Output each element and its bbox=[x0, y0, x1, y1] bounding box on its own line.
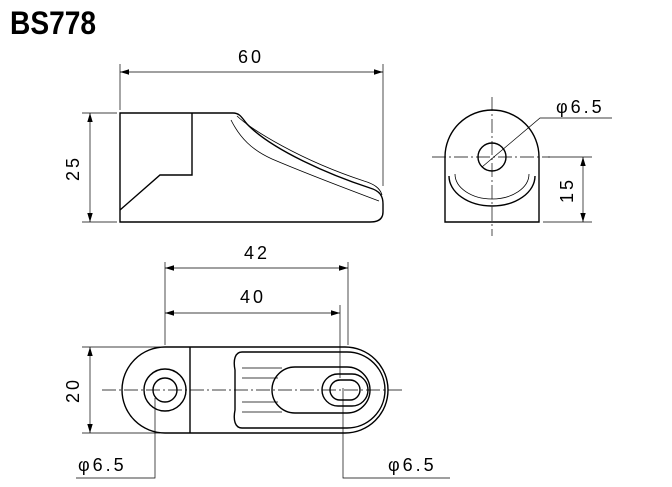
top-view-outline bbox=[121, 346, 389, 434]
end-hole-leader bbox=[481, 117, 612, 168]
top-view-recess bbox=[233, 351, 386, 429]
end-view: φ6.5 15 bbox=[432, 97, 612, 236]
top-left-hole-label: φ6.5 bbox=[78, 455, 127, 475]
top-view: 42 40 20 φ6.5 φ6.5 bbox=[63, 243, 450, 479]
part-number-title: BS778 bbox=[10, 6, 96, 41]
top-height-label: 20 bbox=[63, 377, 83, 403]
side-view-step-line bbox=[119, 113, 193, 211]
end-hole-label: φ6.5 bbox=[556, 97, 605, 117]
top-right-hole-label: φ6.5 bbox=[388, 455, 437, 475]
end-height-label: 15 bbox=[557, 177, 577, 203]
side-view-ramp-fillet bbox=[236, 115, 383, 196]
side-height-label: 25 bbox=[63, 155, 83, 181]
top-inner-length-label: 40 bbox=[240, 287, 266, 307]
top-right-hole-leader bbox=[342, 388, 450, 479]
side-view-outline bbox=[119, 112, 384, 223]
top-outer-length-label: 42 bbox=[244, 243, 270, 263]
side-length-label: 60 bbox=[238, 47, 264, 67]
side-view: 60 25 bbox=[63, 47, 384, 223]
end-view-saddle-outer bbox=[448, 175, 536, 207]
side-view-ramp-edge bbox=[230, 119, 380, 202]
top-left-hole-leader bbox=[76, 398, 156, 479]
end-view-outline bbox=[444, 109, 540, 223]
